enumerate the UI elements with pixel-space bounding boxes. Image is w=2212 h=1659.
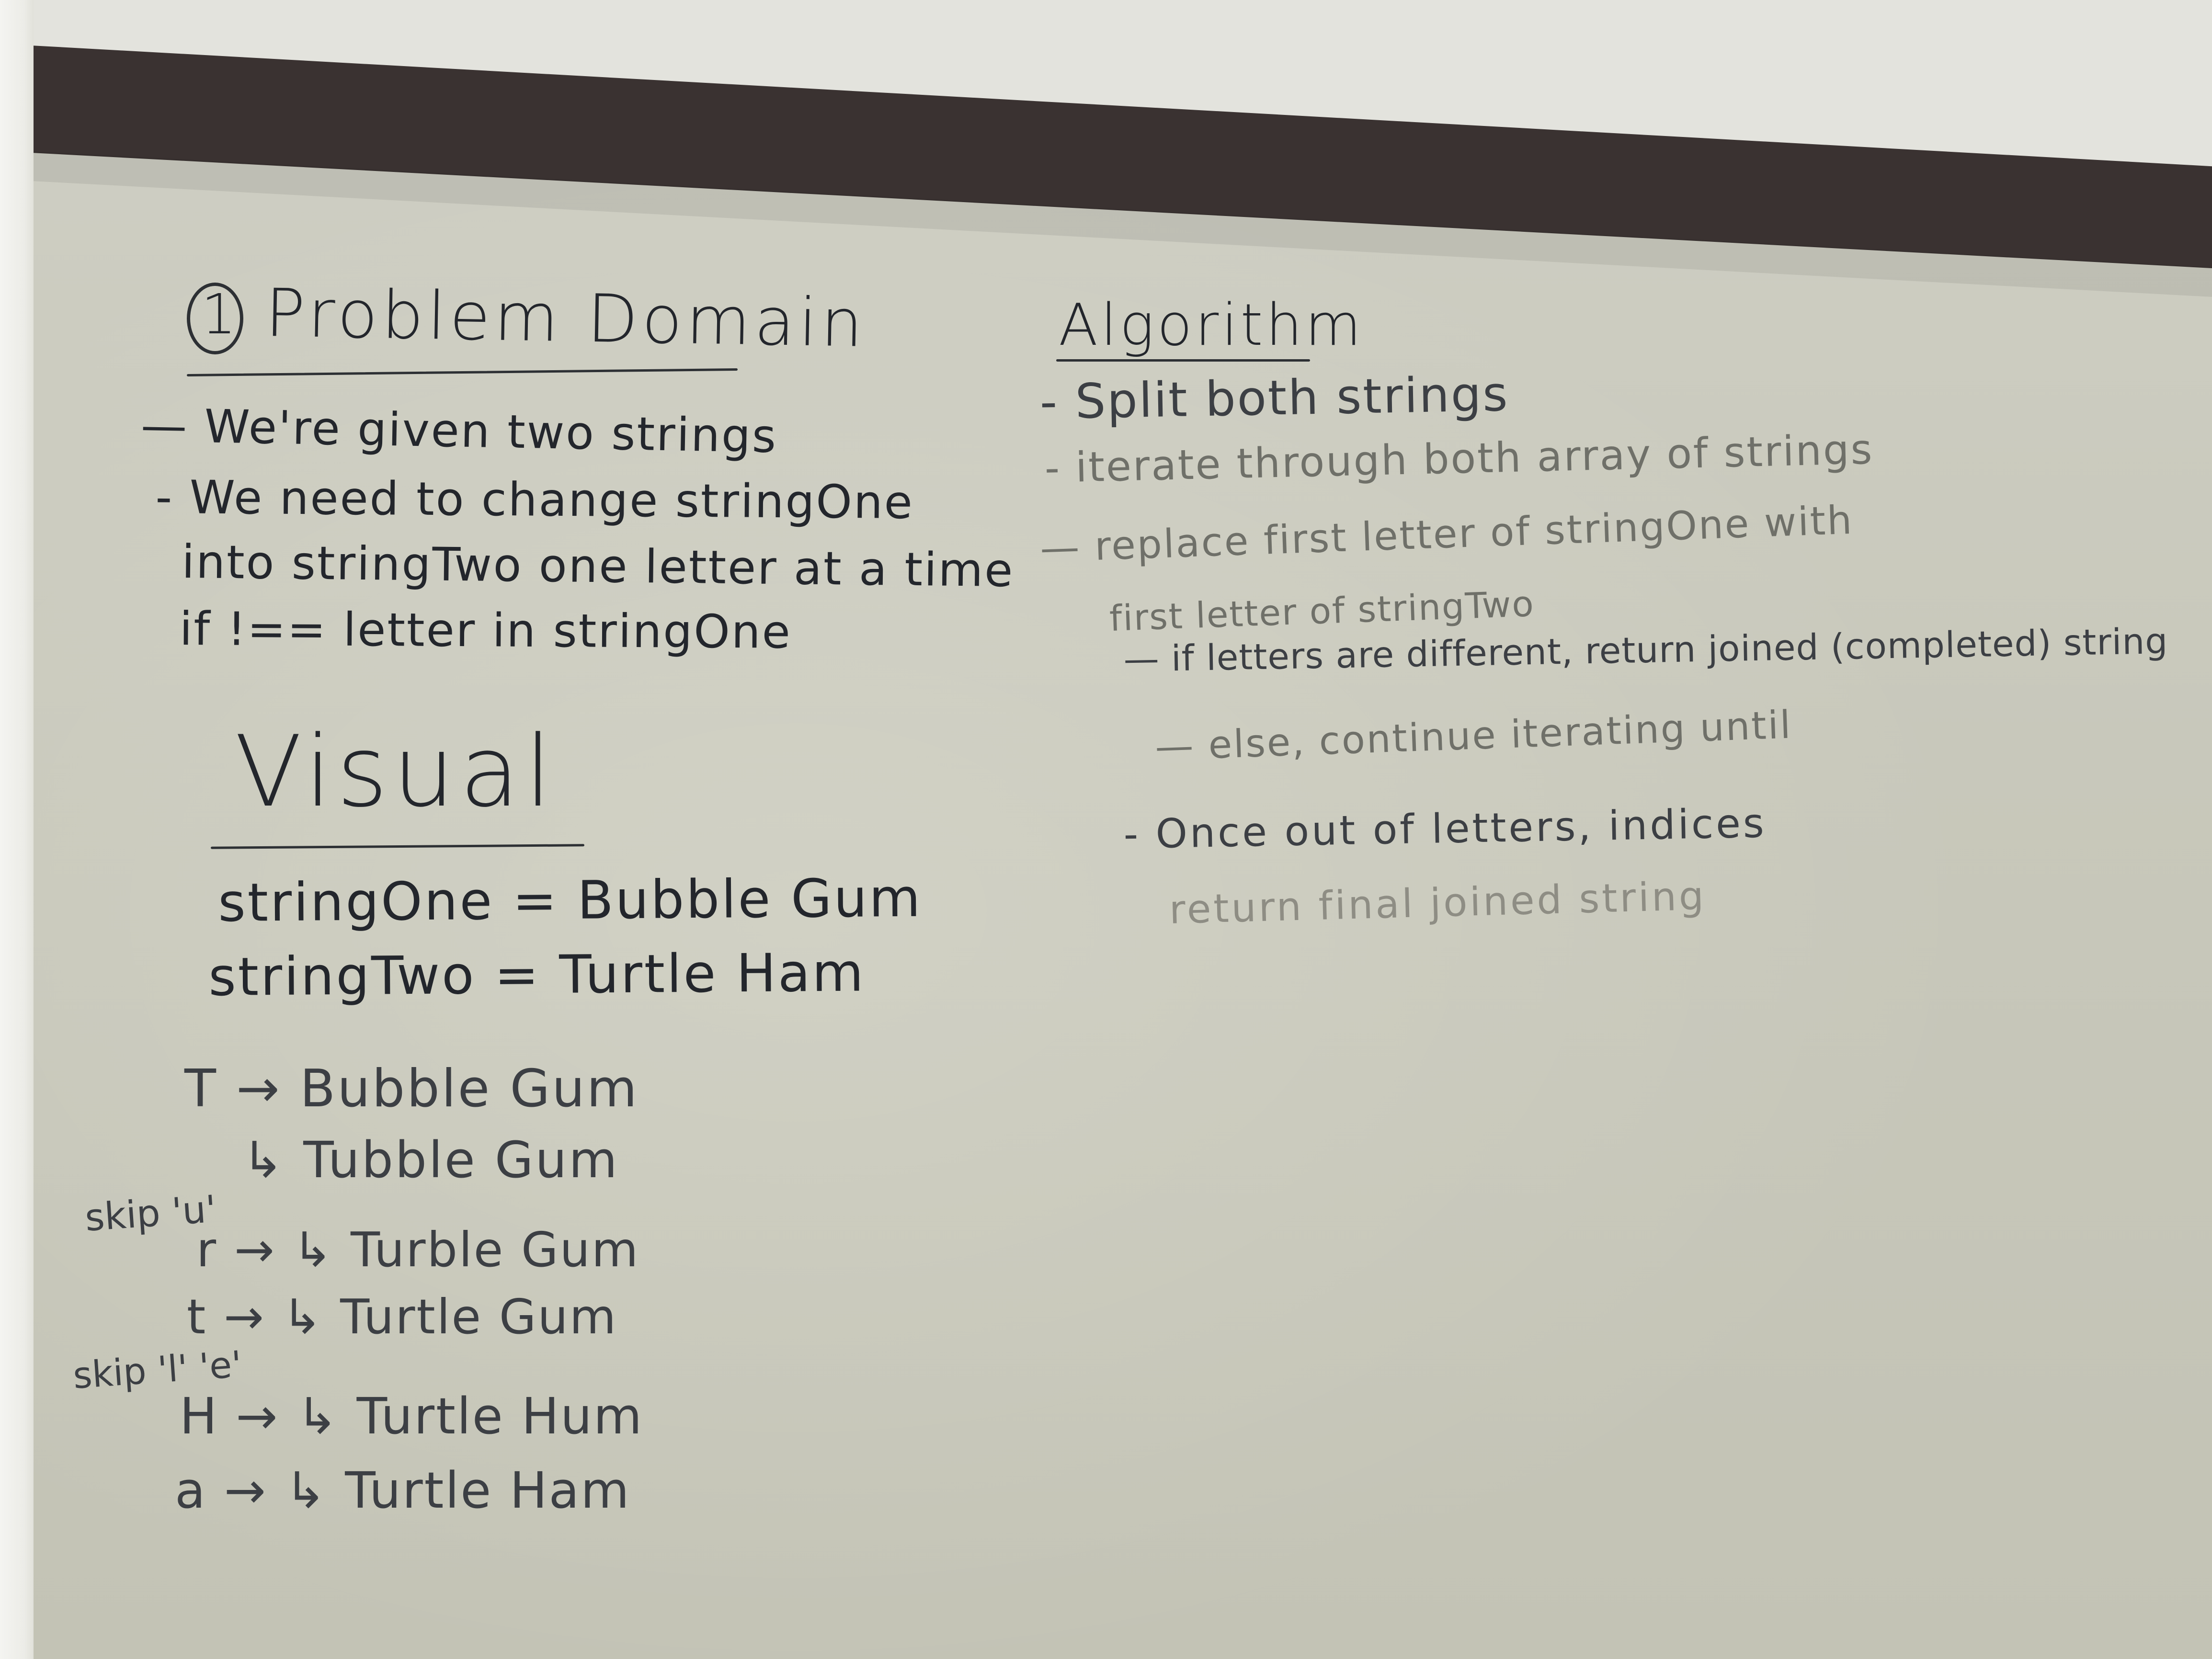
visual-step-1: T → Bubble Gum: [184, 1059, 639, 1119]
section-number-circle: [187, 283, 243, 354]
visual-definition-1: stringOne = Bubble Gum: [217, 867, 923, 933]
problem-line-3: into stringTwo one letter at a time: [181, 535, 1015, 598]
problem-domain-heading: Problem Domain: [264, 274, 867, 362]
algorithm-line-7: - Once out of letters, indices: [1123, 799, 1767, 858]
whiteboard-surface: [34, 0, 2212, 1659]
problem-line-2: - We need to change stringOne: [155, 470, 914, 530]
visual-step-2: ↳ Tubble Gum: [242, 1131, 619, 1189]
visual-step-5: H → ↳ Turtle Hum: [180, 1387, 644, 1445]
algorithm-underline: [1056, 359, 1310, 362]
visual-heading: Visual: [235, 715, 557, 829]
algorithm-line-1: - Split both strings: [1039, 365, 1510, 430]
visual-step-3: r → ↳ Turble Gum: [196, 1222, 640, 1278]
visual-definition-2: stringTwo = Turtle Ham: [208, 942, 866, 1008]
algorithm-heading: Algorithm: [1059, 292, 1364, 359]
problem-line-4: if !== letter in stringOne: [179, 602, 792, 659]
problem-line-1: — We're given two strings: [140, 398, 778, 464]
section-number: 1: [201, 283, 237, 347]
visual-step-4: t → ↳ Turtle Gum: [187, 1289, 618, 1345]
visual-step-6: a → ↳ Turtle Ham: [175, 1461, 631, 1520]
